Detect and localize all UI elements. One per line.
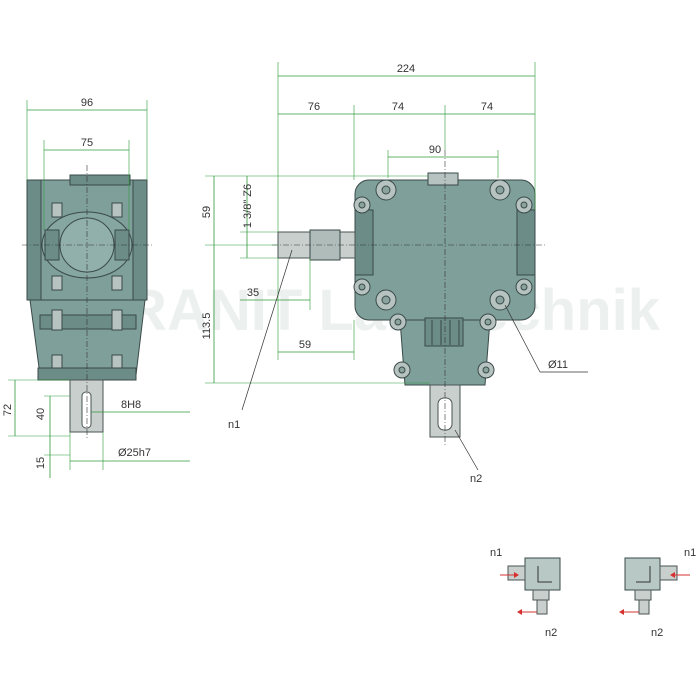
schematic-left: n1 n2 bbox=[490, 547, 561, 639]
side-view: 96 75 8H8 Ø25h7 72 40 15 bbox=[2, 97, 190, 478]
side-flange-top bbox=[69, 174, 131, 186]
dim-front-90: 90 bbox=[429, 144, 441, 156]
schematic-left-n1: n1 bbox=[490, 547, 502, 559]
side-keyway bbox=[81, 391, 92, 429]
schematic-right-n2: n2 bbox=[651, 627, 663, 639]
side-housing-lower bbox=[29, 299, 146, 376]
dim-side-15: 15 bbox=[35, 457, 47, 469]
dim-front-59-bottom: 59 bbox=[299, 339, 311, 351]
schematic-left-n2: n2 bbox=[545, 627, 557, 639]
dim-side-shaft-dia: Ø25h7 bbox=[118, 447, 151, 459]
dim-front-76: 76 bbox=[308, 101, 320, 113]
dim-front-74b: 74 bbox=[481, 101, 493, 113]
front-view: 224 76 74 74 90 59 113.5 1 3/8" Z6 35 59… bbox=[201, 62, 588, 485]
front-top-port bbox=[427, 172, 459, 186]
schematic-right-n1: n1 bbox=[684, 547, 696, 559]
dim-front-74a: 74 bbox=[392, 101, 404, 113]
dim-front-224: 224 bbox=[397, 63, 415, 75]
label-front-n2: n2 bbox=[470, 473, 482, 485]
label-front-n1: n1 bbox=[228, 419, 240, 431]
dim-side-72: 72 bbox=[2, 404, 14, 416]
dim-side-96: 96 bbox=[81, 97, 93, 109]
schematic-right: n1 n2 bbox=[619, 547, 696, 639]
dim-front-hole: Ø11 bbox=[548, 359, 568, 371]
dim-front-59-top: 59 bbox=[201, 206, 213, 218]
dim-front-113-5: 113.5 bbox=[201, 313, 213, 340]
dim-front-35: 35 bbox=[247, 287, 259, 299]
dim-side-75: 75 bbox=[81, 137, 93, 149]
dim-side-40: 40 bbox=[35, 408, 47, 420]
dim-side-8h8: 8H8 bbox=[121, 399, 141, 411]
front-bolts bbox=[353, 179, 533, 379]
dim-front-spline: 1 3/8" Z6 bbox=[242, 184, 254, 228]
